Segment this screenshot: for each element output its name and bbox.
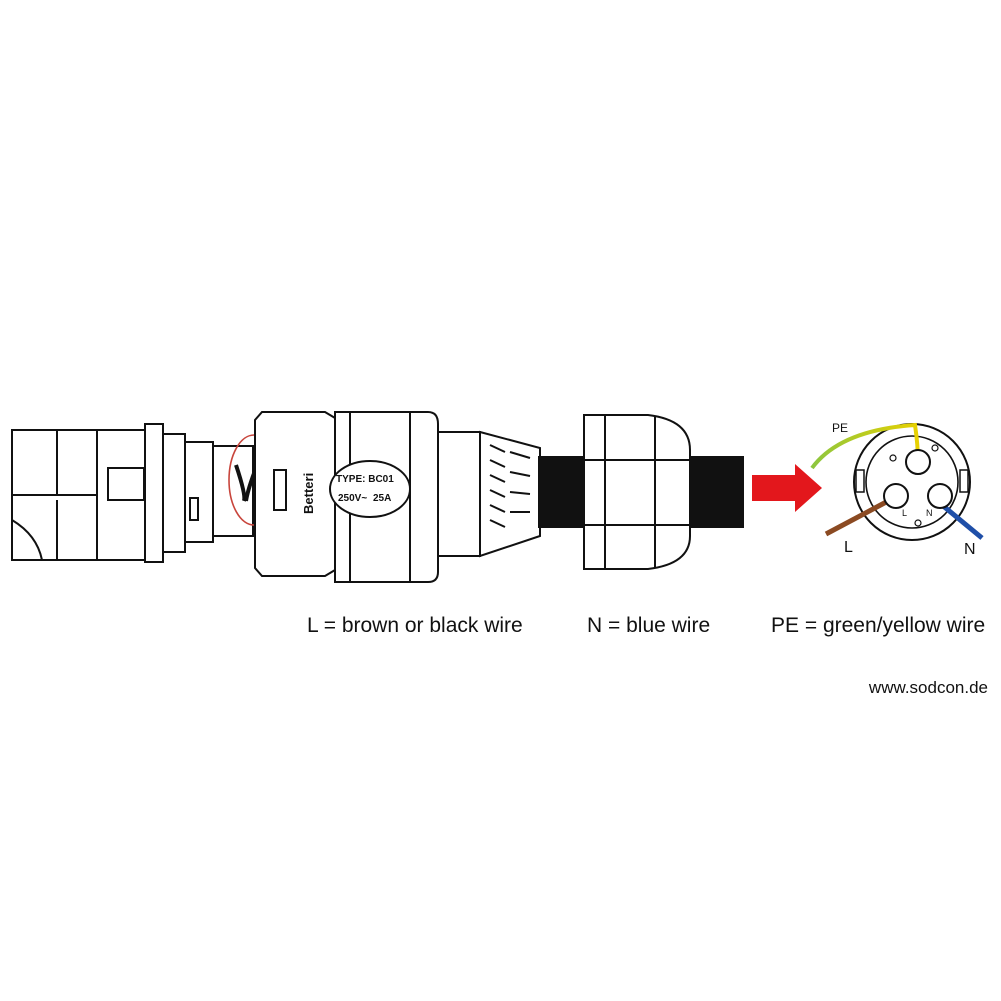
pe-label: PE xyxy=(832,421,848,435)
l-contact xyxy=(883,483,909,509)
terminal-inner xyxy=(865,435,959,529)
brand-logo: Betteri xyxy=(301,473,316,514)
type-label-oval xyxy=(329,460,411,518)
plug-flange xyxy=(144,423,164,563)
direction-arrow xyxy=(752,464,822,512)
website-label: www.sodcon.de xyxy=(868,678,988,697)
pe-contact xyxy=(905,449,931,475)
rating-current: 25A xyxy=(373,493,391,504)
n-contact xyxy=(927,483,953,509)
legend-l: L = brown or black wire xyxy=(307,614,523,637)
rating-voltage: 250V~ xyxy=(338,493,367,504)
type-label: TYPE: BC01 xyxy=(336,474,394,485)
l-wire xyxy=(824,497,892,537)
gland-nut xyxy=(583,414,691,570)
inner-l-label: L xyxy=(902,508,907,518)
connector-body xyxy=(254,411,541,583)
l-label: L xyxy=(844,539,853,556)
terminal-view: PE L N L N xyxy=(810,421,984,558)
plug-ring xyxy=(162,433,186,553)
plug-body xyxy=(96,429,146,561)
legend-n: N = blue wire xyxy=(587,614,711,637)
inner-n-label: N xyxy=(926,508,933,518)
gland-seal xyxy=(479,430,541,558)
plug-collar xyxy=(184,441,214,543)
legend-pe: PE = green/yellow wire xyxy=(771,614,986,637)
body-housing xyxy=(254,411,336,577)
thread-section xyxy=(437,431,481,557)
n-label: N xyxy=(964,541,976,558)
plug-front-end xyxy=(11,423,254,563)
